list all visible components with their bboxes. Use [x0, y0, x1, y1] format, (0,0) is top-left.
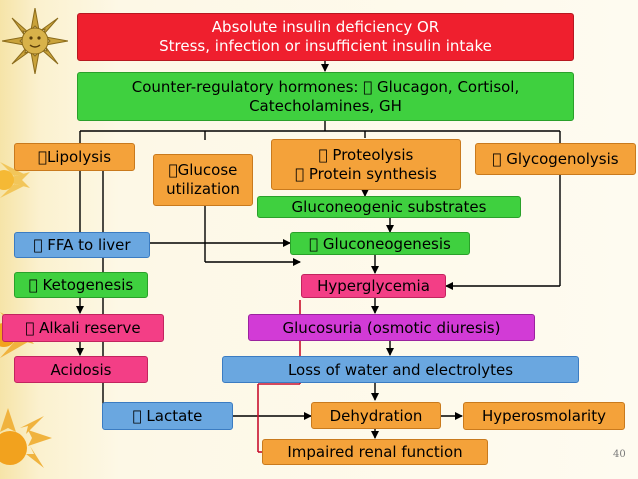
- glucosuria-box: Glucosuria (osmotic diuresis): [248, 314, 535, 341]
- ffa-to-liver-box:  FFA to liver: [14, 232, 150, 258]
- hyperosmolarity-label: Hyperosmolarity: [482, 407, 606, 425]
- top-cause-box: Absolute insulin deficiency OR Stress, i…: [77, 13, 574, 61]
- lactate-box:  Lactate: [102, 402, 233, 430]
- dehydration-box: Dehydration: [311, 402, 441, 429]
- lipolysis-label: Lipolysis: [38, 148, 111, 166]
- page-number: 40: [613, 449, 626, 460]
- hyperglycemia-box: Hyperglycemia: [301, 274, 446, 298]
- alkali-reserve-label:  Alkali reserve: [25, 319, 140, 337]
- sun-icon: [0, 408, 52, 468]
- top-cause-line2: Stress, infection or insufficient insuli…: [159, 37, 492, 55]
- hyperglycemia-label: Hyperglycemia: [317, 277, 430, 295]
- gluconeogenic-substrates-box: Gluconeogenic substrates: [257, 196, 521, 218]
- ketogenesis-box:  Ketogenesis: [14, 272, 148, 298]
- gluconeogenesis-label:  Gluconeogenesis: [309, 234, 451, 253]
- glucose-utilization-line1: Glucose: [169, 161, 238, 179]
- ketogenesis-label:  Ketogenesis: [29, 276, 133, 294]
- proteolysis-line1:  Proteolysis: [319, 145, 414, 164]
- dehydration-label: Dehydration: [329, 406, 423, 425]
- gluconeogenesis-box:  Gluconeogenesis: [290, 232, 470, 255]
- sun-icon: [0, 162, 30, 198]
- glucose-utilization-box: Glucose utilization: [153, 154, 253, 206]
- hyperosmolarity-box: Hyperosmolarity: [463, 402, 625, 430]
- top-cause-line1: Absolute insulin deficiency OR: [211, 18, 440, 36]
- alkali-reserve-box:  Alkali reserve: [2, 314, 164, 342]
- glycogenolysis-label:  Glycogenolysis: [492, 150, 618, 168]
- counter-regulatory-line2: Catecholamines, GH: [249, 96, 402, 115]
- gluconeogenic-substrates-label: Gluconeogenic substrates: [291, 198, 487, 216]
- impaired-renal-function-box: Impaired renal function: [262, 439, 488, 465]
- lactate-label:  Lactate: [133, 407, 203, 425]
- glucosuria-label: Glucosuria (osmotic diuresis): [282, 318, 501, 337]
- counter-regulatory-box: Counter-regulatory hormones:  Glucagon,…: [77, 72, 574, 121]
- loss-of-water-box: Loss of water and electrolytes: [222, 356, 579, 383]
- proteolysis-line2:  Protein synthesis: [295, 164, 437, 183]
- sun-icon: [2, 8, 68, 74]
- acidosis-label: Acidosis: [50, 360, 112, 379]
- acidosis-box: Acidosis: [14, 356, 148, 383]
- counter-regulatory-line1: Counter-regulatory hormones:  Glucagon,…: [132, 77, 520, 96]
- glucose-utilization-line2: utilization: [166, 180, 240, 198]
- glycogenolysis-box:  Glycogenolysis: [475, 143, 636, 175]
- ffa-to-liver-label:  FFA to liver: [33, 236, 130, 254]
- proteolysis-box:  Proteolysis  Protein synthesis: [271, 139, 461, 190]
- lipolysis-box: Lipolysis: [14, 143, 135, 171]
- impaired-renal-function-label: Impaired renal function: [287, 443, 463, 461]
- loss-of-water-label: Loss of water and electrolytes: [287, 360, 514, 379]
